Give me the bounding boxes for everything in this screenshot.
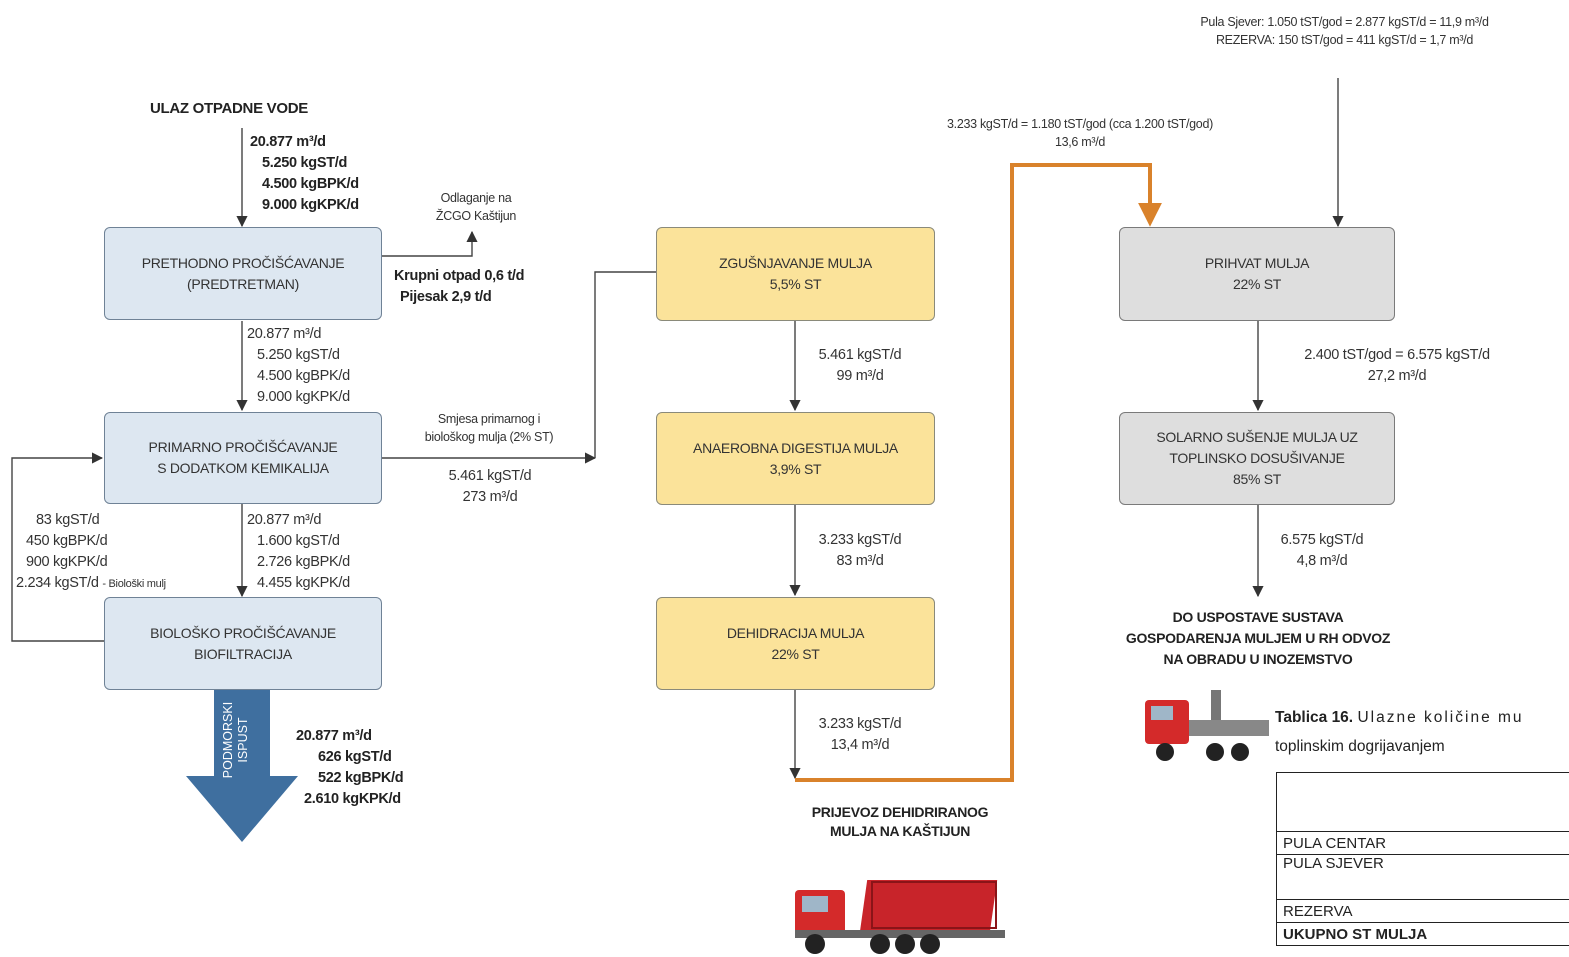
pretreatment-box: PRETHODNO PROČIŠĆAVANJE (PREDTRETMAN): [104, 227, 382, 320]
arrow-biological-recycle: [11, 452, 104, 642]
recycle-values: 83 kgST/d 450 kgBPK/d 900 kgKPK/d 2.234 …: [16, 512, 166, 591]
input-st: 5.250 kgST/d: [262, 155, 348, 171]
reception-box: PRIHVAT MULJA 22% ST: [1119, 227, 1395, 321]
arrow-pretreatment-to-disposal: [382, 230, 478, 257]
north-input-values: Pula Sjever: 1.050 tST/god = 2.877 kgST/…: [1200, 15, 1489, 47]
line-sludge-to-thickening: [594, 271, 656, 458]
outfall-arrow-label: PODMORSKI ISPUST: [221, 701, 250, 779]
dewatering-out-values: 3.233 kgST/d 13,4 m³/d: [818, 716, 902, 753]
outfall-arrow: [186, 690, 298, 842]
reception-to-solar-values: 2.400 tST/god = 6.575 kgST/d 27,2 m³/d: [1304, 347, 1490, 384]
truck-right-icon: [1145, 690, 1269, 761]
primary-box: PRIMARNO PROČIŠĆAVANJE S DODATKOM KEMIKA…: [104, 412, 382, 504]
table-row: PULA SJEVER: [1276, 854, 1569, 900]
table-row: REZERVA: [1276, 899, 1569, 923]
digestion-box: ANAEROBNA DIGESTIJA MULJA 3,9% ST: [656, 412, 935, 505]
thick-to-dig-values: 5.461 kgST/d 99 m³/d: [818, 347, 902, 384]
table-row: PULA CENTAR: [1276, 831, 1569, 855]
mixed-sludge-label: Smjesa primarnog i biološkog mulja (2% S…: [424, 412, 554, 444]
thickening-box: ZGUŠNJAVANJE MULJA 5,5% ST: [656, 227, 935, 321]
input-title: ULAZ OTPADNE VODE: [150, 100, 308, 117]
input-values: 20.877 m³/d 5.250 kgST/d 4.500 kgBPK/d 9…: [250, 132, 359, 216]
dewatering-box: DEHIDRACIJA MULJA 22% ST: [656, 597, 935, 690]
solar-drying-box: SOLARNO SUŠENJE MULJA UZ TOPLINSKO DOSUŠ…: [1119, 412, 1395, 505]
table-header-cell: [1276, 772, 1569, 832]
after-pretreatment-values: 20.877 m³/d 5.250 kgST/d 4.500 kgBPK/d 9…: [247, 326, 350, 405]
transport-label: PRIJEVOZ DEHIDRIRANOG MULJA NA KAŠTIJUN: [811, 804, 989, 839]
dig-to-dew-values: 3.233 kgST/d 83 m³/d: [818, 532, 902, 569]
after-primary-values: 20.877 m³/d 1.600 kgST/d 2.726 kgBPK/d 4…: [247, 512, 350, 591]
input-kpk: 9.000 kgKPK/d: [262, 197, 359, 213]
biological-box: BIOLOŠKO PROČIŠĆAVANJE BIOFILTRACIJA: [104, 597, 382, 690]
truck-left-icon: [795, 880, 1005, 954]
table-row: UKUPNO ST MULJA: [1276, 922, 1569, 946]
orange-transport-line: [795, 163, 1162, 782]
final-note: DO USPOSTAVE SUSTAVA GOSPODARENJA MULJEM…: [1125, 609, 1391, 667]
mixed-sludge-values: 5.461 kgST/d 273 m³/d: [448, 468, 532, 505]
input-bpk: 4.500 kgBPK/d: [262, 176, 359, 192]
outfall-values: 20.877 m³/d 626 kgST/d 522 kgBPK/d 2.610…: [296, 728, 404, 807]
disposal-note: Odlaganje na ŽCGO Kaštijun: [435, 191, 517, 223]
orange-flow-values: 3.233 kgST/d = 1.180 tST/god (cca 1.200 …: [947, 117, 1213, 149]
coarse-waste: Krupni otpad 0,6 t/d Pijesak 2,9 t/d: [394, 268, 525, 305]
input-flow: 20.877 m³/d: [250, 134, 326, 150]
table-caption: Tablica 16. Ulazne količine mu toplinski…: [1275, 709, 1524, 755]
solar-out-values: 6.575 kgST/d 4,8 m³/d: [1280, 532, 1364, 569]
quantities-table: PULA CENTAR PULA SJEVER REZERVA UKUPNO S…: [1276, 772, 1569, 946]
